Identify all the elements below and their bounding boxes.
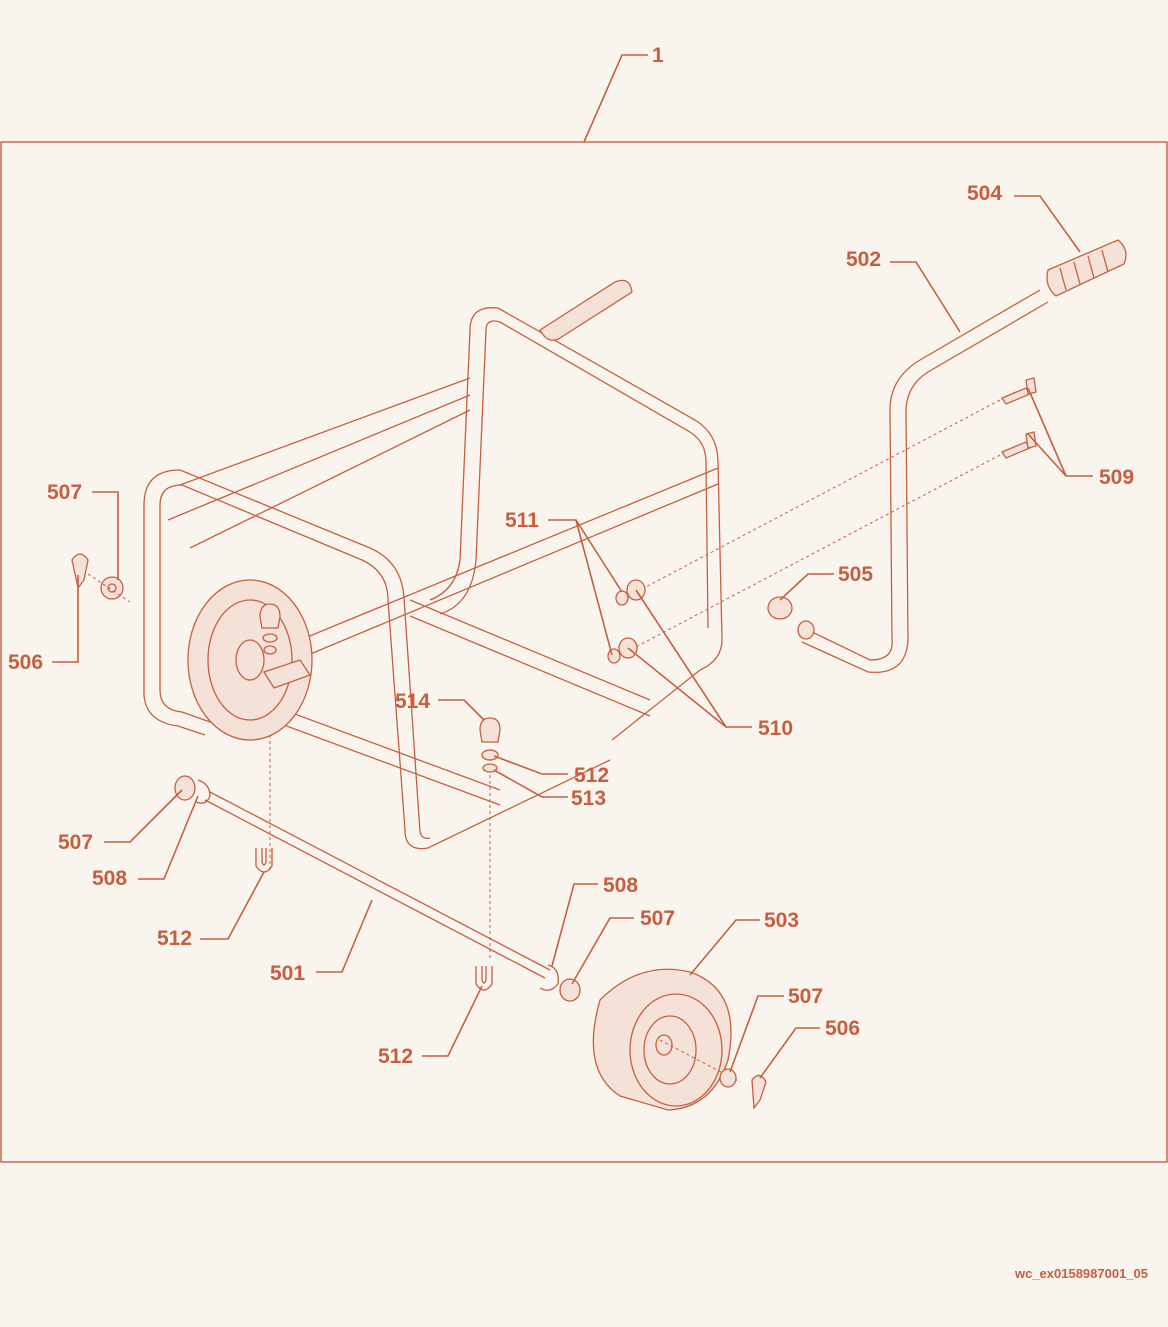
callout-510: 510: [758, 717, 793, 740]
callout-512-mid: 512: [574, 764, 609, 787]
callout-503: 503: [764, 909, 799, 932]
leader-lines: [52, 195, 1093, 1079]
callout-508-axle: 508: [92, 867, 127, 890]
axle-501: [174, 735, 581, 1002]
callout-511: 511: [505, 509, 539, 532]
leader-1: [583, 54, 648, 143]
pin-washer-left: [71, 553, 131, 603]
wheel-503: [592, 968, 767, 1111]
callout-505: 505: [838, 563, 873, 586]
callout-504: 504: [967, 182, 1002, 205]
rubber-foot-514: [259, 603, 501, 960]
callout-508-right: 508: [603, 874, 638, 897]
handle-bar-502: [801, 289, 1049, 674]
callout-507-axle: 507: [58, 831, 93, 854]
callout-1: 1: [652, 44, 664, 67]
callout-501: 501: [270, 962, 305, 985]
generator-frame: [143, 279, 723, 850]
reference-code: wc_ex0158987001_05: [1014, 1266, 1148, 1281]
callout-507-right: 507: [640, 907, 675, 930]
callout-507-left: 507: [47, 481, 82, 504]
bolts-509: [629, 377, 1037, 651]
callout-512-bottom: 512: [378, 1045, 413, 1068]
u-bolt-bottom: [475, 966, 493, 991]
callout-514: 514: [395, 690, 430, 713]
callout-509: 509: [1099, 466, 1134, 489]
callout-507-far: 507: [788, 985, 823, 1008]
callout-506-far: 506: [825, 1017, 860, 1040]
callout-506-left: 506: [8, 651, 43, 674]
end-cap-505: [767, 596, 815, 640]
nuts-washers-510-511: [607, 579, 646, 664]
grip-504: [1046, 239, 1127, 297]
callout-512-left: 512: [157, 927, 192, 950]
assembly-frame-box: [0, 141, 1168, 1163]
callout-513: 513: [571, 787, 606, 810]
callout-502: 502: [846, 248, 881, 271]
